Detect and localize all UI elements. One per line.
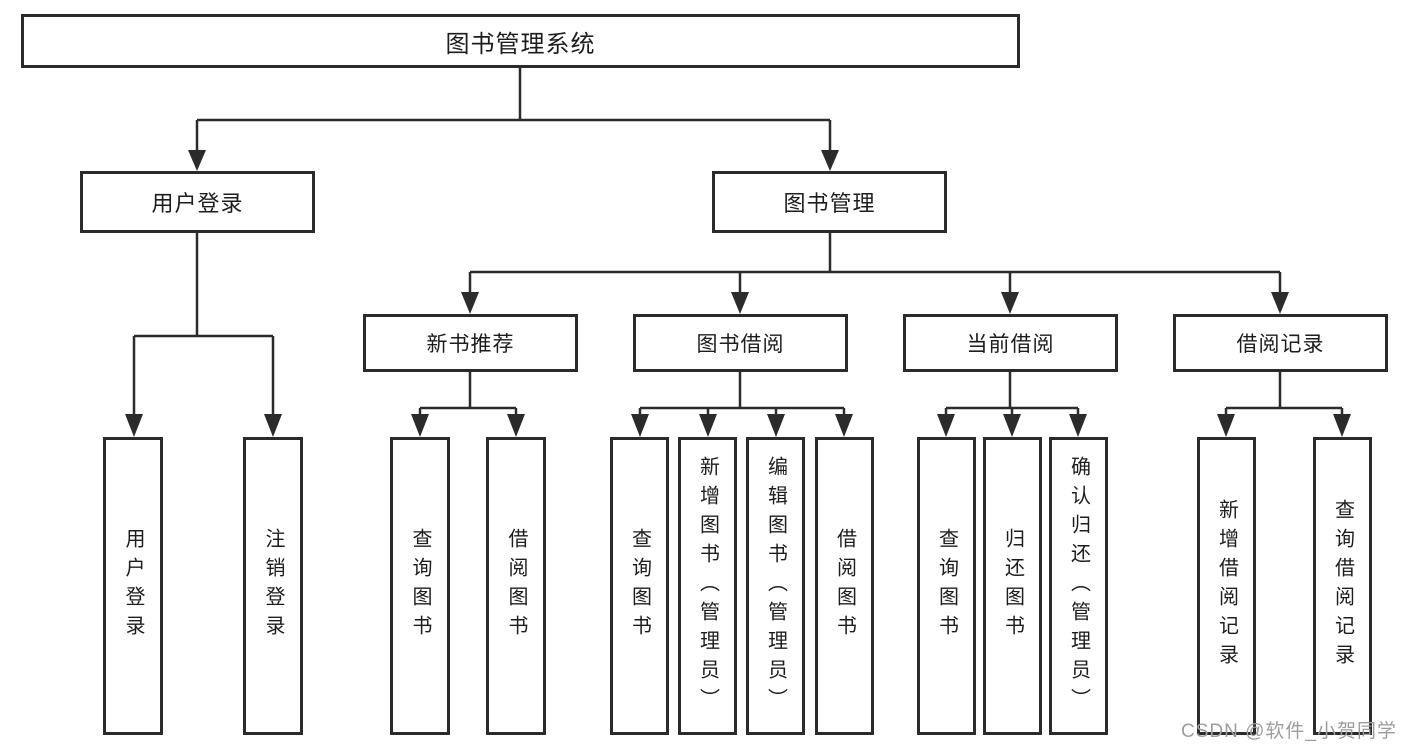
leaf-return-books-label: 归还图书: [1001, 528, 1024, 644]
connector-borrow-records-to-leaves: [1224, 372, 1344, 415]
leaf-current-query-books: 查询图书: [917, 437, 976, 735]
node-new-book-recommendation: 新书推荐: [363, 314, 578, 372]
connector-user-login-to-leaves: [132, 233, 275, 416]
leaf-return-books: 归还图书: [983, 437, 1042, 735]
leaf-newbook-borrow-books-label: 借阅图书: [505, 528, 527, 644]
leaf-logout: 注销登录: [243, 437, 303, 735]
leaf-user-login: 用户登录: [103, 437, 163, 735]
leaf-borrow-books-label: 借阅图书: [833, 528, 856, 644]
leaf-query-borrow-record: 查询借阅记录: [1313, 437, 1372, 735]
leaf-current-query-books-label: 查询图书: [935, 528, 958, 644]
leaf-borrow-query-books: 查询图书: [610, 437, 669, 735]
leaf-logout-label: 注销登录: [262, 528, 284, 644]
node-book-borrowing: 图书借阅: [633, 314, 848, 372]
connector-book-mgmt-to-level3: [468, 233, 1282, 292]
leaf-newbook-query-books: 查询图书: [390, 437, 450, 735]
leaf-query-borrow-record-label: 查询借阅记录: [1331, 499, 1354, 673]
connector-new-book-to-leaves: [418, 372, 518, 415]
node-current-borrowing: 当前借阅: [903, 314, 1118, 372]
leaf-edit-books-admin: 编辑图书（管理员）: [746, 437, 805, 735]
csdn-watermark: CSDN @软件_小贺同学: [1181, 721, 1397, 742]
leaf-borrow-query-books-label: 查询图书: [628, 528, 651, 644]
node-library-management-system: 图书管理系统: [21, 14, 1020, 68]
leaf-user-login-label: 用户登录: [122, 528, 144, 644]
node-book-management: 图书管理: [712, 171, 947, 233]
leaf-add-borrow-record: 新增借阅记录: [1197, 437, 1256, 735]
leaf-add-borrow-record-label: 新增借阅记录: [1215, 499, 1238, 673]
node-user-login: 用户登录: [80, 171, 315, 233]
connector-root-to-level2: [195, 68, 832, 151]
leaf-borrow-books: 借阅图书: [815, 437, 874, 735]
connector-current-borrow-to-leaves: [944, 372, 1080, 415]
node-borrowing-records: 借阅记录: [1173, 314, 1388, 372]
leaf-confirm-return-admin: 确认归还（管理员）: [1049, 437, 1108, 735]
leaf-add-books-admin: 新增图书（管理员）: [678, 437, 737, 735]
connector-book-borrow-to-leaves: [638, 372, 846, 415]
leaf-edit-books-admin-label: 编辑图书（管理员）: [764, 455, 787, 717]
leaf-confirm-return-admin-label: 确认归还（管理员）: [1067, 455, 1090, 717]
leaf-newbook-borrow-books: 借阅图书: [486, 437, 546, 735]
leaf-add-books-admin-label: 新增图书（管理员）: [696, 455, 719, 717]
leaf-newbook-query-books-label: 查询图书: [409, 528, 431, 644]
